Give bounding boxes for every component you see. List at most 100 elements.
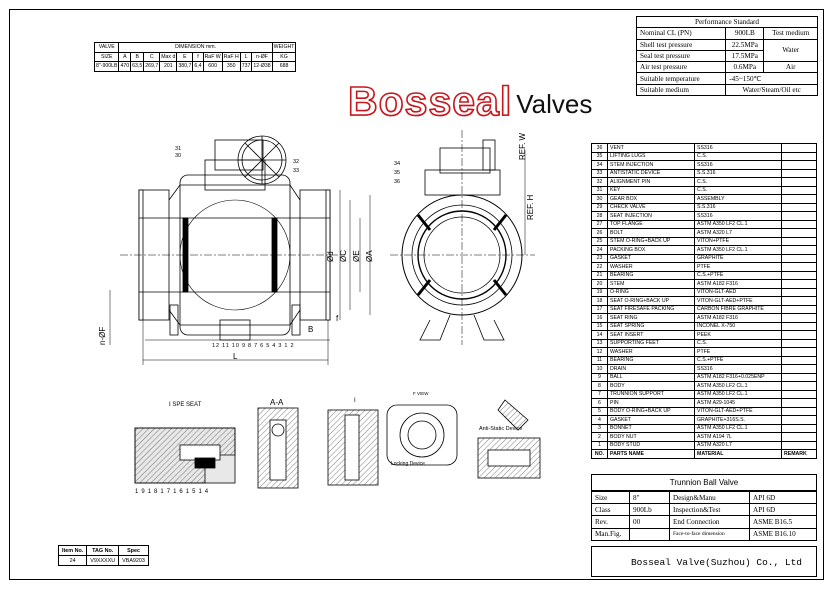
part-no: 8	[591, 381, 608, 391]
part-material: PEEK	[694, 330, 782, 340]
part-remark	[781, 389, 817, 399]
part-material: ASTM A350 LF2 CL.1	[694, 219, 782, 229]
part-no: 26	[591, 228, 608, 238]
part-remark	[781, 330, 817, 340]
part-material: GRAPHITE	[694, 253, 782, 263]
title-block-value: API 6D	[749, 490, 817, 505]
part-material: ASTM A350 LF2 CL.1	[694, 381, 782, 391]
part-remark	[781, 415, 817, 425]
part-no: 27	[591, 219, 608, 229]
part-remark	[781, 321, 817, 331]
part-no: 23	[591, 253, 608, 263]
seat-callout-number: 14	[198, 489, 212, 495]
part-remark	[781, 168, 817, 178]
part-remark	[781, 440, 817, 450]
part-name: BODY STUD	[607, 440, 695, 450]
part-remark	[781, 253, 817, 263]
front-callout-number: 7	[254, 343, 259, 349]
part-remark	[781, 432, 817, 442]
part-name: CHECK VALVE	[607, 202, 695, 212]
seat-callouts: 191817161514	[135, 489, 211, 495]
part-remark	[781, 355, 817, 365]
part-remark	[781, 202, 817, 212]
part-no: 10	[591, 364, 608, 374]
part-name: LIFTING LUGS	[607, 151, 695, 161]
part-remark	[781, 236, 817, 246]
part-name: ANTISTATIC DEVICE	[607, 168, 695, 178]
label-locking-device: Locking Device	[391, 461, 425, 467]
part-name: STEM INJECTION	[607, 160, 695, 170]
tag-header-cell: TAG No.	[86, 545, 120, 556]
part-name: GASKET	[607, 253, 695, 263]
part-name: SEAT RING	[607, 313, 695, 323]
dim-value-cell: 201	[159, 61, 178, 72]
part-no: 19	[591, 287, 608, 297]
seat-callout-number: 17	[160, 489, 174, 495]
part-name: SEAT O-RING+BACK UP	[607, 296, 695, 306]
part-material: C.S.	[694, 151, 782, 161]
part-no: 9	[591, 372, 608, 382]
dim-value-cell: 12-Ø38	[251, 61, 273, 72]
part-name: SEAT FIRESAFE PACKING	[607, 304, 695, 314]
logo-brand-text: Bosseal	[347, 77, 513, 125]
part-no: 18	[591, 296, 608, 306]
part-name: BEARING	[607, 355, 695, 365]
part-name: BODY	[607, 381, 695, 391]
part-remark	[781, 347, 817, 357]
part-no: 4	[591, 415, 608, 425]
title-block-key: Man.Fig.	[591, 527, 630, 541]
part-remark	[781, 185, 817, 195]
part-name: WASHER	[607, 262, 695, 272]
part-name: PIN	[607, 398, 695, 408]
part-remark	[781, 160, 817, 170]
seat-callout-number: 16	[173, 489, 186, 495]
part-no: 6	[591, 398, 608, 408]
label-anti-static: Anti-Static Device	[479, 426, 523, 432]
part-remark	[781, 398, 817, 408]
parts-header-name: PARTS NAME	[607, 449, 695, 459]
part-material: PTFE	[694, 347, 782, 357]
label-ref-h: REF. H	[526, 194, 535, 220]
part-material: ASTM A182 F316	[694, 279, 782, 289]
part-no: 13	[591, 338, 608, 348]
part-no: 32	[591, 177, 608, 187]
part-material: ASTM A320 L7	[694, 440, 782, 450]
dim-value-cell: 8"-900LB	[93, 61, 120, 72]
parts-header-row: NO. PARTS NAME MATERIAL REMARK	[591, 449, 817, 459]
part-no: 15	[591, 321, 608, 331]
part-name: SEAT SPRING	[607, 321, 695, 331]
part-material: SS316	[694, 160, 782, 170]
part-name: BALL	[607, 372, 695, 382]
part-name: KEY	[607, 185, 695, 195]
part-name: O-RING	[607, 287, 695, 297]
front-callout-number: 4	[272, 343, 277, 349]
part-material: SS316	[694, 143, 782, 153]
front-callout-number: 9	[241, 343, 247, 349]
part-remark	[781, 406, 817, 416]
title-block-value: API 6D	[749, 503, 817, 517]
part-material: SS316	[694, 211, 782, 221]
front-callout-number: 2	[290, 343, 295, 349]
part-material: SS316	[694, 364, 782, 374]
part-no: 29	[591, 202, 608, 212]
part-name: SUPPORTING FEET	[607, 338, 695, 348]
part-no: 17	[591, 304, 608, 314]
